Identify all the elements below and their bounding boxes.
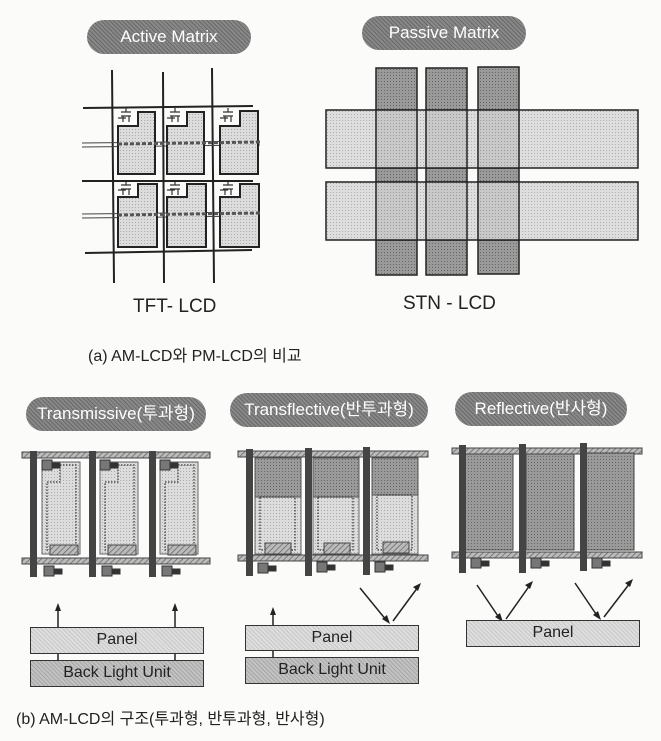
transmissive-panel: Panel [30, 627, 204, 654]
transmissive-title: Transmissive(투과형) [26, 397, 206, 431]
stn-lcd-label: STN - LCD [403, 293, 496, 314]
transflective-backlight: Back Light Unit [245, 657, 419, 684]
caption-b: (b) AM-LCD의 구조(투과형, 반투과형, 반사형) [16, 711, 325, 728]
reflective-panel: Panel [466, 620, 640, 647]
transflective-title: Transflective(반투과형) [230, 393, 428, 427]
caption-a: (a) AM-LCD와 PM-LCD의 비교 [88, 348, 302, 365]
tft-lcd-label: TFT- LCD [133, 296, 217, 317]
reflective-title: Reflective(반사형) [455, 392, 627, 426]
active-matrix-title: Active Matrix [87, 20, 251, 54]
transflective-panel: Panel [245, 625, 419, 651]
stn-lcd-diagram [325, 66, 639, 276]
passive-matrix-title: Passive Matrix [362, 16, 526, 50]
transmissive-backlight: Back Light Unit [30, 660, 204, 687]
tft-lcd-diagram [81, 67, 261, 284]
